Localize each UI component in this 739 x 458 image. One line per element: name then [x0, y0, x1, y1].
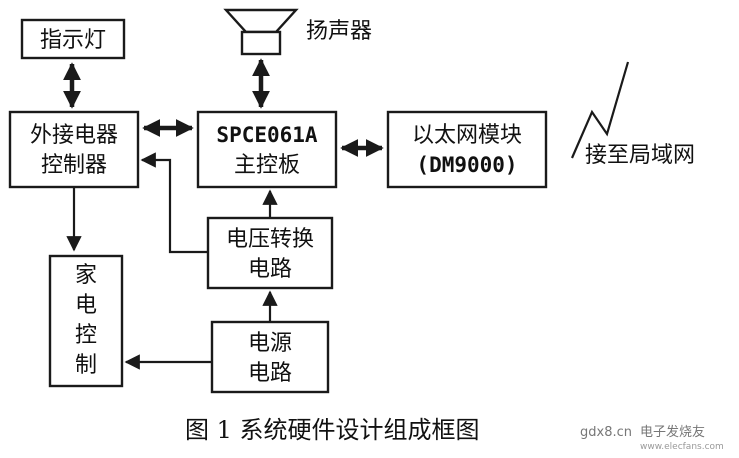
- voltage-converter-label-2: 电路: [248, 257, 292, 282]
- speaker-label: 扬声器: [306, 19, 372, 44]
- voltage-converter-label-1: 电压转换: [226, 227, 314, 252]
- voltage-converter-block: 电压转换 电路: [206, 216, 334, 290]
- appliance-control-char-2: 电: [75, 293, 97, 318]
- lightning-icon: [570, 61, 630, 159]
- voltage-controller-arrow: [140, 152, 208, 254]
- power-supply-label-1: 电源: [248, 331, 292, 356]
- ethernet-module-block: 以太网模块 (DM9000): [386, 110, 548, 189]
- watermark-brand: 电子发烧友: [640, 424, 705, 440]
- relay-controller-label-2: 控制器: [41, 153, 107, 178]
- speaker-icon: [223, 8, 299, 56]
- figure-caption: 图 1 系统硬件设计组成框图: [185, 416, 480, 444]
- appliance-control-char-4: 制: [75, 353, 97, 378]
- appliance-control-block: 家 电 控 制: [48, 254, 124, 388]
- main-board-block: SPCE061A 主控板: [196, 110, 338, 189]
- watermark-site: gdx8.cn: [580, 425, 632, 440]
- power-supply-block: 电源 电路: [210, 320, 330, 394]
- power-supply-label-2: 电路: [248, 361, 292, 386]
- watermark: gdx8.cn 电子发烧友 www.elecfans.com: [580, 424, 724, 452]
- ethernet-module-label-1: 以太网模块: [412, 123, 522, 148]
- relay-controller-block: 外接电器 控制器: [8, 110, 140, 189]
- indicator-label: 指示灯: [40, 28, 106, 53]
- indicator-block: 指示灯: [20, 18, 126, 60]
- appliance-control-char-1: 家: [75, 263, 97, 288]
- lan-label: 接至局域网: [585, 143, 695, 168]
- watermark-url: www.elecfans.com: [640, 442, 724, 452]
- relay-controller-label-1: 外接电器: [30, 123, 118, 148]
- main-board-label-1: SPCE061A: [216, 123, 318, 147]
- ethernet-module-label-2: (DM9000): [416, 153, 517, 177]
- main-board-label-2: 主控板: [234, 153, 300, 178]
- appliance-control-char-3: 控: [75, 323, 97, 348]
